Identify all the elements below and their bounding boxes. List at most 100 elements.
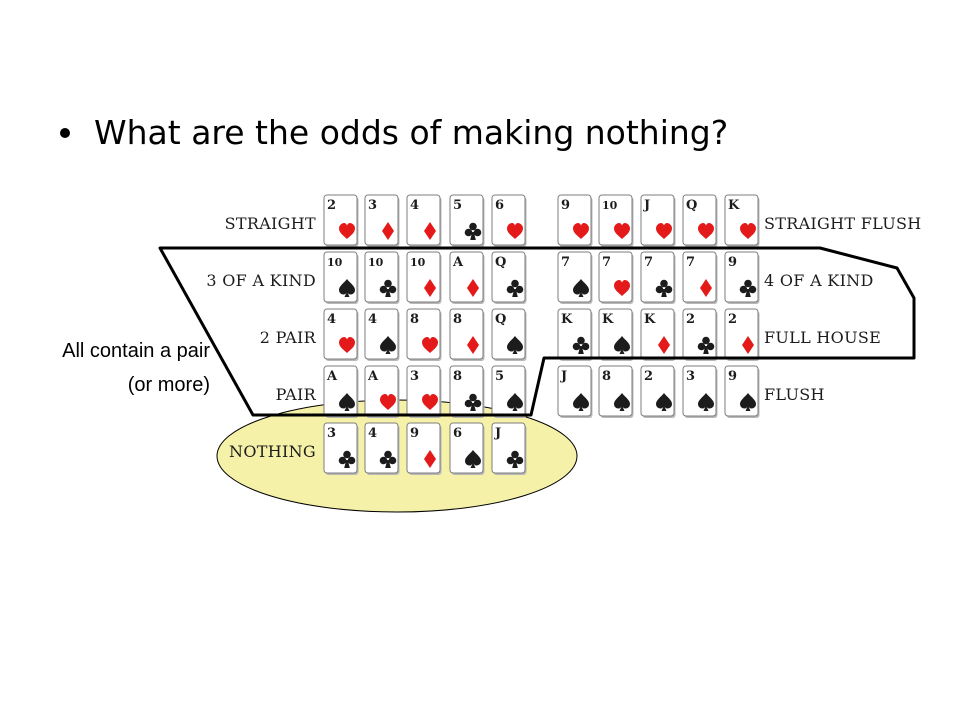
playing-card: 2 <box>323 194 359 247</box>
card-rank: 3 <box>686 369 695 384</box>
playing-card: 6 <box>491 194 527 247</box>
heart-icon <box>740 223 756 239</box>
playing-card: 5 <box>491 365 527 418</box>
playing-card: 4 <box>406 194 442 247</box>
club-icon <box>379 279 397 297</box>
hand-label: FULL HOUSE <box>764 328 881 347</box>
diamond-icon <box>467 336 479 354</box>
hand-label: PAIR <box>276 385 317 404</box>
playing-card: J <box>557 365 593 418</box>
spade-icon <box>573 279 589 297</box>
card-rank: 7 <box>602 255 611 270</box>
pair-group-outline <box>158 246 916 417</box>
heart-icon <box>614 223 630 239</box>
card-rank: K <box>644 312 656 327</box>
hand-label: 3 OF A KIND <box>206 271 316 290</box>
playing-card: 10 <box>323 251 359 304</box>
card-rank: J <box>494 426 501 441</box>
spade-icon <box>740 393 756 411</box>
card-rank: 7 <box>644 255 653 270</box>
heart-icon <box>614 280 630 296</box>
diamond-icon <box>700 279 712 297</box>
playing-card: 9 <box>406 422 442 475</box>
spade-icon <box>339 393 355 411</box>
spade-icon <box>656 393 672 411</box>
card-rank: 4 <box>410 198 419 213</box>
club-icon <box>739 279 757 297</box>
spade-icon <box>573 393 589 411</box>
heart-icon <box>698 223 714 239</box>
spade-icon <box>507 393 523 411</box>
card-rank: 8 <box>602 369 611 384</box>
card-rank: Q <box>495 255 506 270</box>
spade-icon <box>465 450 481 468</box>
heart-icon <box>573 223 589 239</box>
heart-icon <box>380 394 396 410</box>
card-rank: 2 <box>327 198 336 213</box>
playing-card: 10 <box>598 194 634 247</box>
playing-card: K <box>598 308 634 361</box>
bullet-text: What are the odds of making nothing? <box>94 113 729 152</box>
playing-card: 7 <box>598 251 634 304</box>
playing-card: 7 <box>682 251 718 304</box>
hand-label: 2 PAIR <box>260 328 317 347</box>
card-rank: K <box>728 198 740 213</box>
playing-card: 2 <box>640 365 676 418</box>
diamond-icon <box>467 279 479 297</box>
club-icon <box>506 279 524 297</box>
playing-card: 9 <box>724 365 760 418</box>
heart-icon <box>339 337 355 353</box>
diamond-icon <box>382 222 394 240</box>
card-rank: 9 <box>410 426 419 441</box>
hand-label: FLUSH <box>764 385 825 404</box>
card-rank: 9 <box>728 369 737 384</box>
playing-card: 7 <box>557 251 593 304</box>
card-rank: 4 <box>368 312 377 327</box>
card-rank: Q <box>686 198 697 213</box>
card-rank: 4 <box>327 312 336 327</box>
diamond-icon <box>424 279 436 297</box>
card-rank: 10 <box>327 256 343 269</box>
spade-icon <box>614 336 630 354</box>
card-rank: 10 <box>410 256 426 269</box>
heart-icon <box>422 337 438 353</box>
card-rank: K <box>561 312 573 327</box>
playing-card: 4 <box>364 308 400 361</box>
annotation-line-2: (or more) <box>127 374 210 396</box>
card-rank: 8 <box>453 369 462 384</box>
heart-icon <box>422 394 438 410</box>
card-rank: 8 <box>453 312 462 327</box>
playing-card: J <box>640 194 676 247</box>
heart-icon <box>339 223 355 239</box>
card-rank: 4 <box>368 426 377 441</box>
card-rank: K <box>602 312 614 327</box>
card-rank: A <box>326 369 338 384</box>
club-icon <box>697 336 715 354</box>
playing-card: 3 <box>364 194 400 247</box>
card-rank: 9 <box>561 198 570 213</box>
annotation-line-1: All contain a pair <box>62 340 210 362</box>
playing-card: 3 <box>682 365 718 418</box>
card-rank: 6 <box>453 426 462 441</box>
club-icon <box>572 336 590 354</box>
playing-card: 7 <box>640 251 676 304</box>
playing-card: 5 <box>449 194 485 247</box>
spade-icon <box>614 393 630 411</box>
hand-label: STRAIGHT FLUSH <box>764 214 922 233</box>
playing-card: 8 <box>449 308 485 361</box>
club-icon <box>464 222 482 240</box>
playing-card: K <box>640 308 676 361</box>
card-rank: Q <box>495 312 506 327</box>
card-rank: 7 <box>561 255 570 270</box>
hand-label: NOTHING <box>229 442 316 461</box>
card-rank: 8 <box>410 312 419 327</box>
bullet-icon <box>60 127 70 138</box>
playing-card: Q <box>491 308 527 361</box>
card-rank: J <box>560 369 567 384</box>
playing-card: 9 <box>724 251 760 304</box>
diamond-icon <box>424 450 436 468</box>
heart-icon <box>507 223 523 239</box>
playing-card: 10 <box>406 251 442 304</box>
